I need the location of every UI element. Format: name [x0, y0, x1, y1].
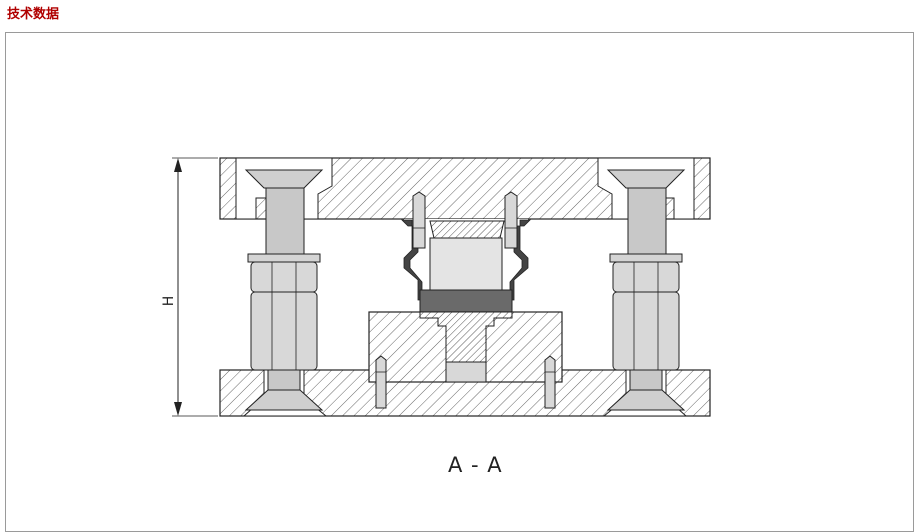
load-cell-assembly [368, 219, 563, 383]
dimension-label-h: H [161, 295, 177, 307]
dimension-h-line [172, 157, 218, 417]
guide-pins [375, 191, 556, 409]
arrow-down-icon [174, 402, 182, 416]
arrow-up-icon [174, 158, 182, 172]
left-leveling-screw [244, 169, 324, 411]
right-leveling-screw [606, 169, 686, 411]
section-caption: A - A [448, 453, 503, 477]
section-title: 技术数据 [7, 7, 60, 22]
